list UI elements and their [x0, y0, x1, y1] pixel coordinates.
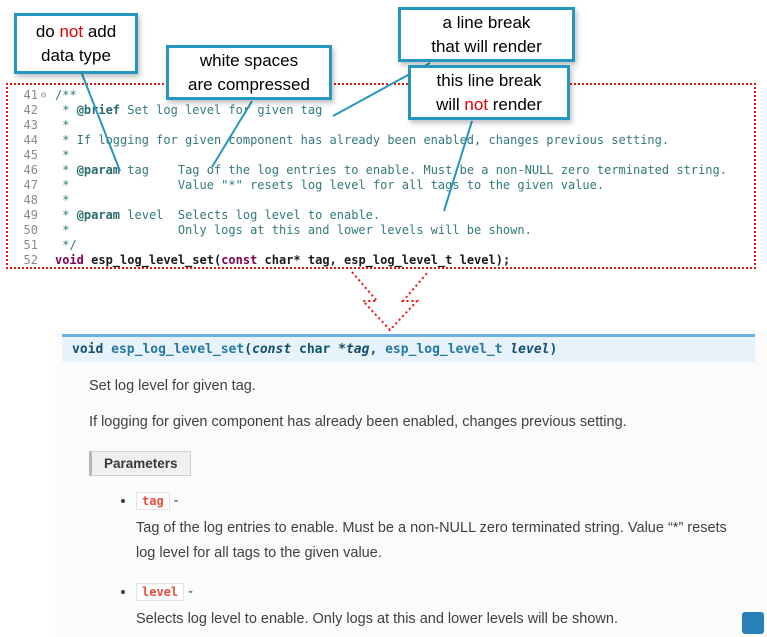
- callout-text-segment: add: [83, 21, 117, 41]
- callout-text-segment: will: [436, 94, 465, 114]
- parameter-description: Selects log level to enable. Only logs a…: [136, 610, 618, 627]
- callout-whitespace-compressed: white spaces are compressed: [166, 45, 332, 100]
- line-number: 45: [23, 148, 38, 162]
- code-line: 46 * @param tag Tag of the log entries t…: [10, 163, 752, 178]
- code-line: 43 *: [10, 118, 752, 133]
- fold-gutter: [38, 253, 49, 268]
- parameter-separator: -: [188, 583, 193, 600]
- parameter-item: tag- Tag of the log entries to enable. Mu…: [136, 491, 737, 566]
- callout-line: this line break: [436, 70, 542, 90]
- renders-to-arrow: [351, 271, 429, 332]
- fold-gutter: [38, 178, 49, 193]
- code-text: */: [55, 238, 77, 252]
- fold-gutter: [38, 163, 49, 178]
- code-line: 42 * @brief Set log level for given tag: [10, 103, 752, 118]
- fold-gutter: [38, 148, 49, 163]
- fold-gutter: [38, 193, 49, 208]
- callout-line: do not add: [36, 20, 116, 44]
- fold-collapse-icon[interactable]: ⊖: [40, 90, 47, 101]
- code-text: * Only logs at this and lower levels wil…: [55, 223, 532, 237]
- line-number: 43: [23, 118, 38, 132]
- doc-body: Set log level for given tag. If logging …: [55, 362, 767, 632]
- parameter-list: tag-Tag of the log entries to enable. Mu…: [119, 491, 737, 632]
- line-number: 44: [23, 133, 38, 147]
- callout-text-segment: do: [35, 21, 60, 41]
- detail-text: If logging for given component has alrea…: [89, 414, 627, 431]
- line-number: 42: [23, 103, 38, 117]
- line-number: 46: [23, 163, 38, 177]
- code-line: 52 void esp_log_level_set(const char* ta…: [10, 253, 752, 268]
- fold-gutter: [38, 238, 49, 253]
- callout-line: are compressed: [188, 74, 310, 94]
- code-editor-snippet: 41⊖/**42 * @brief Set log level for give…: [6, 83, 756, 269]
- line-number: 49: [23, 208, 38, 222]
- parameter-name: tag: [136, 491, 170, 510]
- line-number: 52: [23, 253, 38, 267]
- callout-line: white spaces: [199, 50, 299, 70]
- callout-line: will not render: [436, 93, 542, 117]
- fold-gutter: [38, 118, 49, 133]
- parameter-separator: -: [173, 492, 179, 509]
- callout-text-segment: not: [464, 94, 489, 114]
- callout-line: a line break: [442, 12, 531, 32]
- code-text: *: [55, 118, 70, 132]
- docs-corner-widget[interactable]: [742, 612, 764, 634]
- line-number: 50: [23, 223, 38, 237]
- fold-gutter: [38, 223, 49, 238]
- fold-gutter: [38, 103, 49, 118]
- code-line: 48 *: [10, 193, 752, 208]
- callout-text-segment: not: [59, 21, 84, 41]
- code-text: * @brief Set log level for given tag: [55, 103, 323, 117]
- code-text: * @param level Selects log level to enab…: [55, 208, 381, 222]
- code-text: * Value "*" resets log level for all tag…: [55, 178, 605, 192]
- code-line: 49 * @param level Selects log level to e…: [10, 208, 752, 223]
- line-number: 41: [23, 88, 38, 102]
- line-number: 51: [23, 238, 38, 252]
- fold-gutter: [38, 133, 49, 148]
- code-line: 47 * Value "*" resets log level for all …: [10, 178, 752, 193]
- code-line: 50 * Only logs at this and lower levels …: [10, 223, 752, 238]
- code-text: void esp_log_level_set(const char* tag, …: [55, 253, 511, 267]
- code-lines: 41⊖/**42 * @brief Set log level for give…: [10, 88, 752, 268]
- callout-line: that will render: [431, 36, 542, 56]
- code-line: 51 */: [10, 238, 752, 253]
- code-text: * @param tag Tag of the log entries to e…: [55, 163, 727, 177]
- brief-text: Set log level for given tag.: [89, 378, 256, 394]
- code-line: 45 *: [10, 148, 752, 163]
- function-signature: void esp_log_level_set(const char *tag, …: [62, 334, 755, 362]
- line-number: 48: [23, 193, 38, 207]
- callout-line: data type: [41, 45, 111, 65]
- code-text: * If logging for given component has alr…: [55, 133, 670, 147]
- fold-gutter: [38, 208, 49, 223]
- parameters-heading: Parameters: [89, 450, 191, 476]
- parameter-item: level- Selects log level to enable. Only …: [136, 582, 737, 632]
- callout-line-break-renders: a line break that will render: [398, 7, 575, 62]
- callout-text-segment: render: [488, 94, 542, 114]
- code-text: *: [55, 148, 70, 162]
- callout-line-break-no-render: this line break will not render: [408, 65, 570, 120]
- rendered-docs-panel: void esp_log_level_set(const char *tag, …: [55, 330, 767, 637]
- code-text: *: [55, 193, 70, 207]
- code-line: 41⊖ /**: [10, 88, 752, 103]
- code-line: 44 * If logging for given component has …: [10, 133, 752, 148]
- parameter-description: Tag of the log entries to enable. Must b…: [136, 519, 727, 561]
- line-number: 47: [23, 178, 38, 192]
- parameter-name: level: [136, 582, 185, 601]
- code-text: /**: [55, 88, 77, 102]
- callout-no-data-type: do not add data type: [14, 13, 138, 74]
